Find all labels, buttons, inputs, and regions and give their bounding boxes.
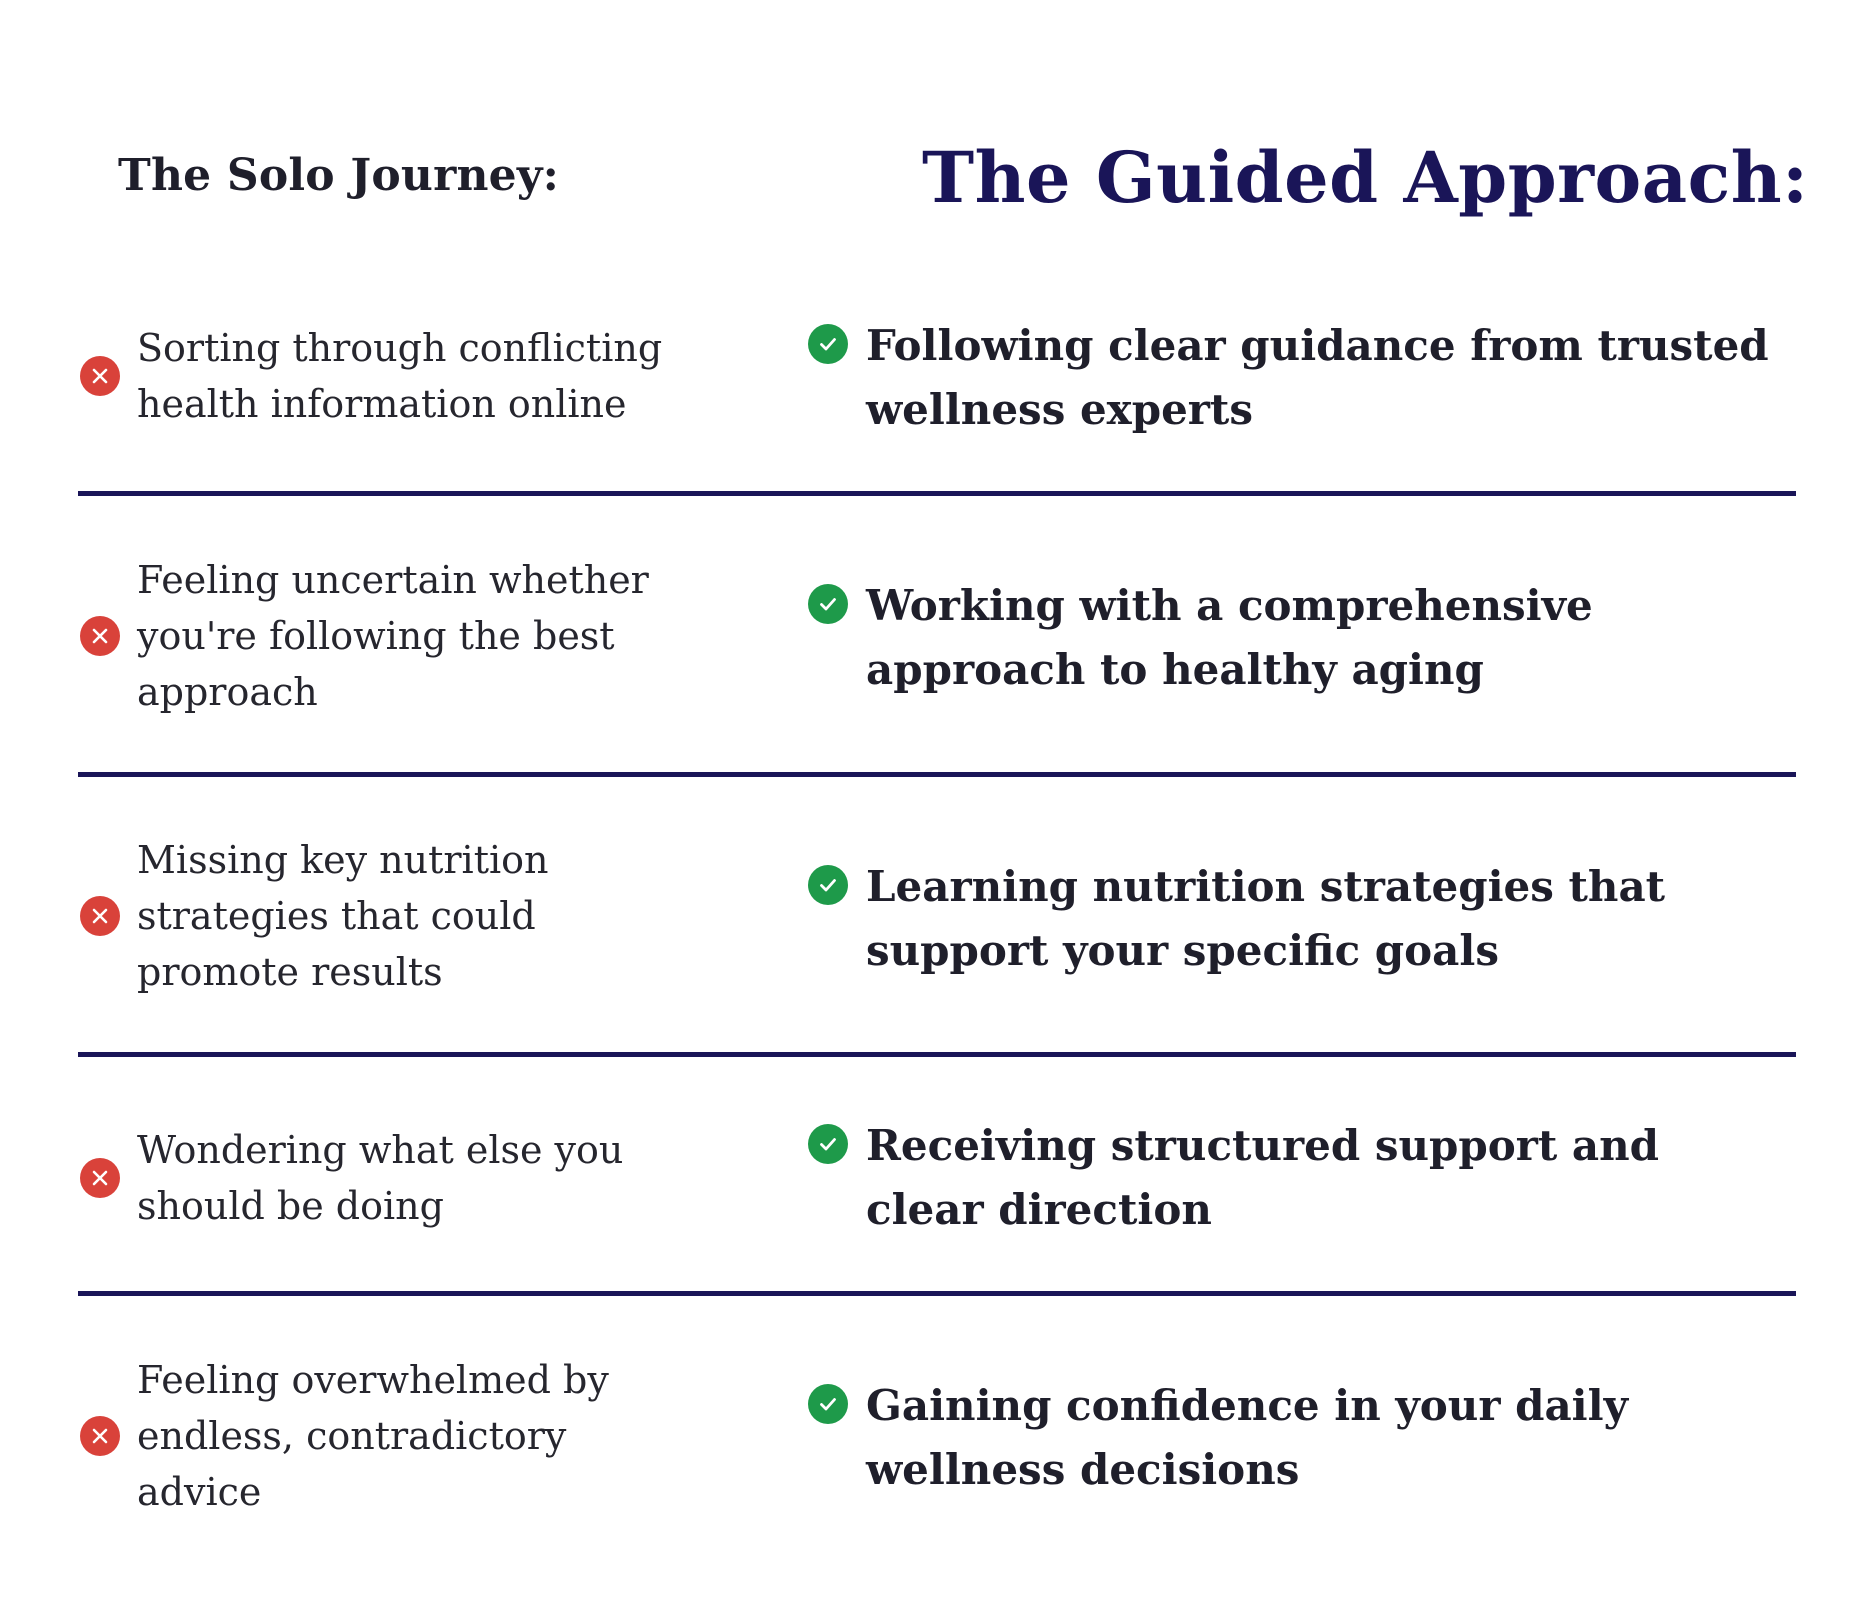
- guided-item: Receiving structured support and clear d…: [808, 1114, 1808, 1242]
- solo-item: Wondering what else you should be doing: [80, 1120, 700, 1236]
- row-divider: [78, 772, 1796, 777]
- guided-approach-title: The Guided Approach:: [922, 136, 1809, 219]
- guided-item-text: Learning nutrition strategies that suppo…: [866, 862, 1666, 975]
- x-circle-icon: [80, 1158, 120, 1198]
- solo-item: Feeling overwhelmed by endless, contradi…: [80, 1350, 700, 1522]
- row-divider: [78, 1052, 1796, 1057]
- guided-item: Gaining confidence in your daily wellnes…: [808, 1374, 1808, 1502]
- solo-item-text: Feeling uncertain whether you're followi…: [137, 558, 649, 714]
- check-circle-icon: [808, 1124, 848, 1164]
- solo-item-text: Feeling overwhelmed by endless, contradi…: [137, 1358, 609, 1514]
- x-circle-icon: [80, 616, 120, 656]
- comparison-header: The Solo Journey: The Guided Approach:: [0, 0, 1872, 260]
- solo-item-text: Missing key nutrition strategies that co…: [137, 838, 549, 994]
- guided-item-text: Following clear guidance from trusted we…: [866, 321, 1769, 434]
- guided-item: Following clear guidance from trusted we…: [808, 314, 1808, 442]
- guided-item-text: Gaining confidence in your daily wellnes…: [866, 1381, 1628, 1494]
- solo-item: Sorting through conflicting health infor…: [80, 318, 700, 434]
- row-divider: [78, 1291, 1796, 1296]
- solo-item: Feeling uncertain whether you're followi…: [80, 550, 700, 722]
- check-circle-icon: [808, 324, 848, 364]
- guided-item-text: Receiving structured support and clear d…: [866, 1121, 1660, 1234]
- check-circle-icon: [808, 584, 848, 624]
- check-circle-icon: [808, 1384, 848, 1424]
- guided-item: Learning nutrition strategies that suppo…: [808, 855, 1808, 983]
- guided-item-text: Working with a comprehensive approach to…: [866, 581, 1593, 694]
- row-divider: [78, 491, 1796, 496]
- x-circle-icon: [80, 896, 120, 936]
- x-circle-icon: [80, 356, 120, 396]
- solo-item-text: Wondering what else you should be doing: [137, 1128, 624, 1228]
- guided-item: Working with a comprehensive approach to…: [808, 574, 1808, 702]
- solo-item-text: Sorting through conflicting health infor…: [137, 326, 663, 426]
- solo-journey-title: The Solo Journey:: [118, 150, 560, 201]
- check-circle-icon: [808, 865, 848, 905]
- x-circle-icon: [80, 1416, 120, 1456]
- solo-item: Missing key nutrition strategies that co…: [80, 830, 700, 1002]
